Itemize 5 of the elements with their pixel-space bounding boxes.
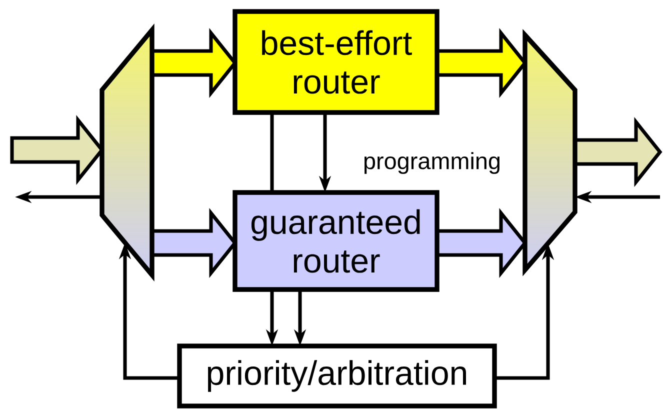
connector-line [270,112,274,192]
edge-label: programming [362,150,502,176]
process-box: priority/arbitration [177,344,497,408]
router-box: guaranteed router [232,190,440,292]
router-box: best-effort router [232,9,440,115]
